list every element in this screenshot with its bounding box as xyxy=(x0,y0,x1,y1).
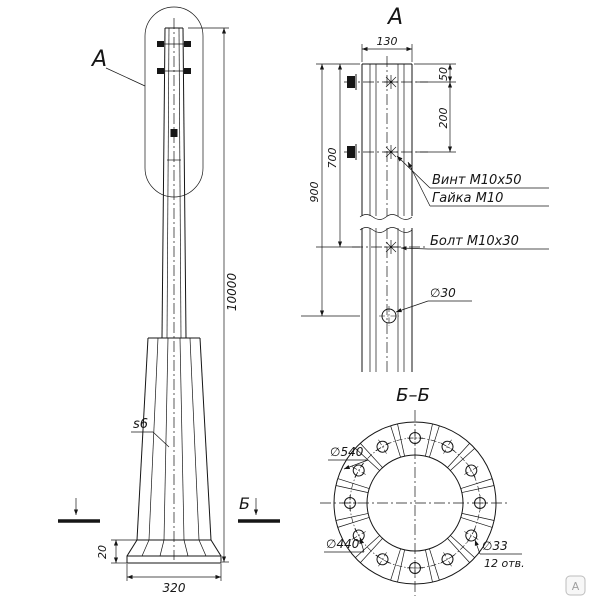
plate-height-dimension: 20 xyxy=(96,539,137,564)
detail-a-pole-linework xyxy=(344,56,428,372)
detail-callout: А xyxy=(90,6,204,198)
section-bb-callouts: ∅540 ∅440 ∅33 12 отв. xyxy=(324,445,525,570)
detail-a-title: А xyxy=(386,5,403,30)
flange-hole-diameter-label: ∅33 xyxy=(482,539,508,553)
base-width-dim: 320 xyxy=(163,581,186,595)
wall-thickness-label: s6 xyxy=(133,417,148,432)
base-width-dimension: 320 xyxy=(126,564,222,595)
screw-fasteners xyxy=(347,74,399,326)
bolt-position-dim: 700 xyxy=(326,148,339,169)
plate-height-dim: 20 xyxy=(96,545,109,559)
bolt-mark-row2 xyxy=(384,145,398,159)
pole-elevation-view: А 10000 xyxy=(58,6,280,595)
watermark-badge: А xyxy=(565,575,586,596)
detail-a-callouts: Винт М10х50 Гайка М10 Болт М10х30 ∅30 xyxy=(395,155,549,313)
bolt-circle-diameter-label: ∅440 xyxy=(326,537,360,551)
pole-base-linework xyxy=(126,337,222,564)
flange-outer-diameter-label: ∅540 xyxy=(330,445,364,459)
bolt-mark-row1 xyxy=(384,75,398,89)
flange-hole-count-label: 12 отв. xyxy=(484,557,525,570)
overall-height-dimension: 10000 xyxy=(188,27,239,563)
hole-position-dim: 900 xyxy=(308,182,321,203)
bolt-spacing-dim: 200 xyxy=(437,108,450,129)
wall-thickness-callout: s6 xyxy=(131,417,170,448)
nut-spec-label: Гайка М10 xyxy=(432,191,503,206)
flange-linework xyxy=(320,410,510,596)
detail-a-dimensions: 130 50 200 700 900 xyxy=(301,35,456,317)
section-bb-title: Б–Б xyxy=(396,385,430,406)
watermark-letter: А xyxy=(572,580,580,593)
hole-diameter-label: ∅30 xyxy=(430,286,456,300)
screw-spec-label: Винт М10х50 xyxy=(432,173,522,188)
detail-callout-label: А xyxy=(90,47,107,72)
pole-shaft-linework xyxy=(157,18,191,560)
detail-a-view: А xyxy=(301,5,549,372)
top-offset-dim: 50 xyxy=(437,67,450,81)
detail-width-dim: 130 xyxy=(377,35,398,48)
section-cut-label: Б xyxy=(239,494,250,513)
bolt-spec-label: Болт М10х30 xyxy=(430,234,519,249)
watermark-frame xyxy=(565,575,586,596)
section-cut-marks: Б xyxy=(58,494,280,523)
detail-callout-outline xyxy=(144,6,204,198)
bolt-mark-row3 xyxy=(384,240,398,254)
section-bb-view: Б–Б ∅540 ∅440 ∅3 xyxy=(320,385,525,596)
detail-callout-leader xyxy=(105,67,146,87)
overall-height-dim: 10000 xyxy=(225,273,239,312)
